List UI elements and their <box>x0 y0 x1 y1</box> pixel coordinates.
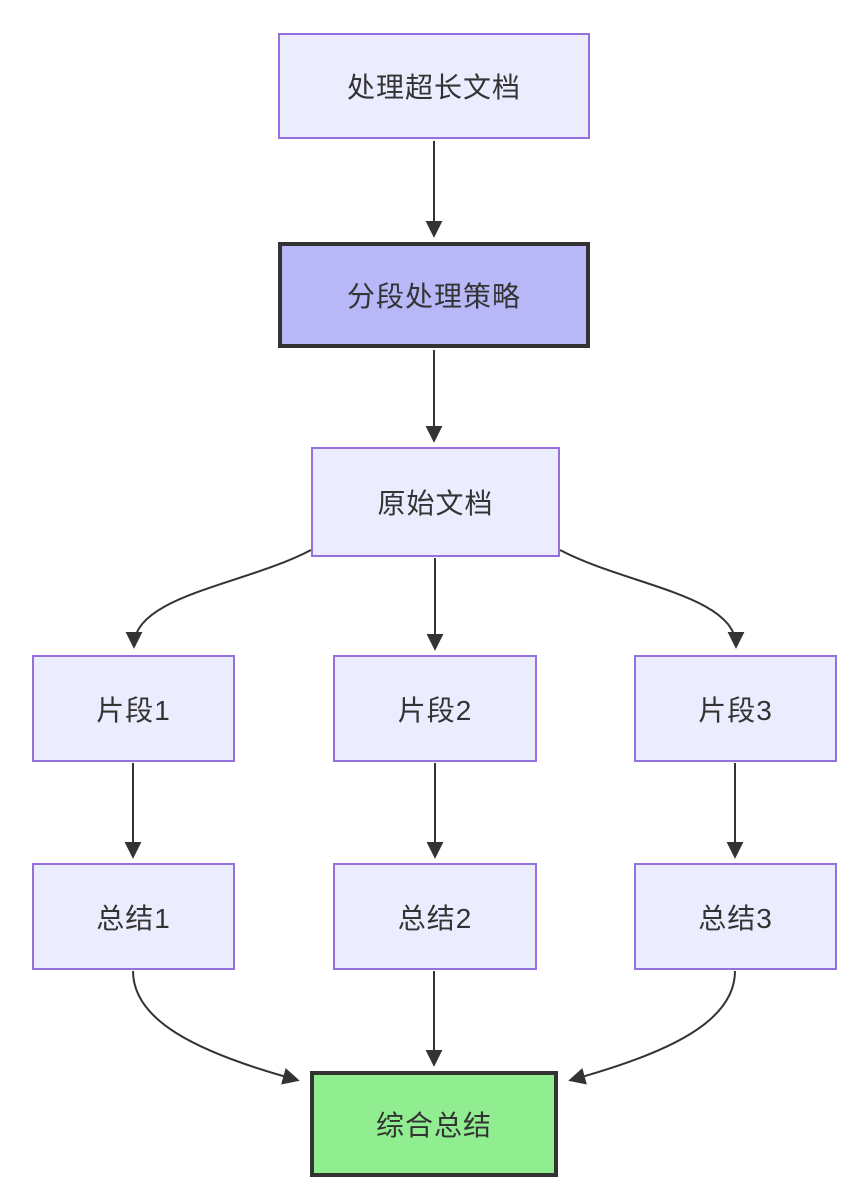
node-summary-1: 总结1 <box>32 863 235 970</box>
edge-summary3-to-final <box>568 970 736 1085</box>
node-label: 总结3 <box>698 902 773 934</box>
node-label: 总结1 <box>96 902 171 934</box>
node-label: 片段2 <box>397 694 473 726</box>
edge-original-to-chunk1 <box>125 549 312 649</box>
node-final-summary: 综合总结 <box>310 1071 558 1177</box>
node-summary-3: 总结3 <box>634 863 837 970</box>
node-chunking-strategy: 分段处理策略 <box>278 242 590 348</box>
edge-original-to-chunk3 <box>559 549 745 649</box>
edge-summary1-to-final <box>132 970 300 1085</box>
node-summary-2: 总结2 <box>333 863 537 970</box>
node-original-document: 原始文档 <box>311 447 560 557</box>
node-chunk-1: 片段1 <box>32 655 235 762</box>
node-label: 综合总结 <box>375 1110 492 1141</box>
node-process-long-document: 处理超长文档 <box>278 33 590 139</box>
node-label: 分段处理策略 <box>346 281 521 312</box>
node-chunk-2: 片段2 <box>333 655 537 762</box>
node-label: 总结2 <box>397 902 473 934</box>
node-chunk-3: 片段3 <box>634 655 837 762</box>
node-label: 处理超长文档 <box>346 72 521 103</box>
node-label: 原始文档 <box>377 488 494 519</box>
node-label: 片段3 <box>698 694 773 726</box>
node-label: 片段1 <box>96 694 171 726</box>
